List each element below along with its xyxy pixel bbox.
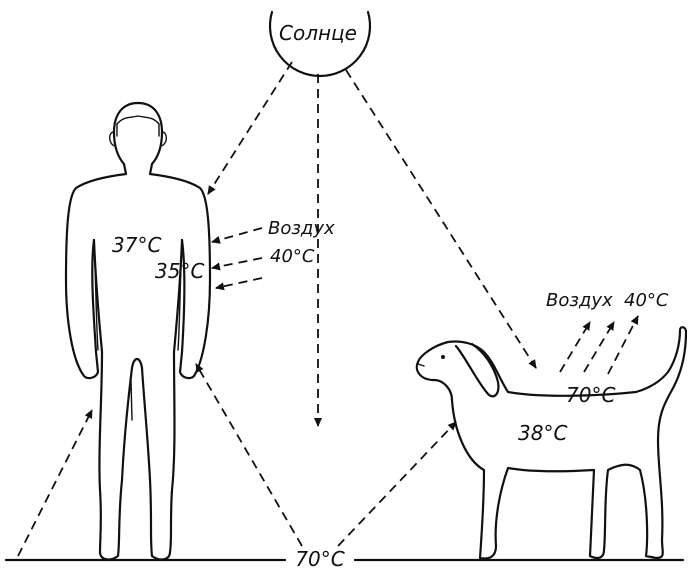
air-left: Воздух 40°C [268, 218, 335, 267]
ground-temp-label: 70°C [295, 547, 344, 569]
sun-ray-to-human [208, 62, 292, 194]
air-arrow-3 [216, 278, 262, 288]
air-right-label: Воздух [546, 290, 613, 311]
dog-back-temp: 70°C [566, 383, 615, 407]
air-left-label: Воздух [268, 218, 335, 239]
sun-ray-to-dog [346, 70, 536, 368]
human-skin-temp: 35°C [155, 259, 204, 283]
human-figure: 37°C 35°C [66, 103, 210, 559]
air-left-temp: 40°C [270, 246, 315, 267]
air-right: Воздух 40°C [546, 290, 669, 311]
sun-label: Солнце [279, 21, 357, 45]
ground-arrow-left [18, 410, 92, 556]
ground-arrow-to-dog [338, 422, 456, 546]
ground: 70°C [6, 547, 683, 569]
dog-heat-arrow-2 [584, 322, 614, 372]
dog-heat-arrow-1 [560, 322, 590, 372]
dog-core-temp: 38°C [518, 421, 567, 445]
dog-heat-arrow-3 [608, 316, 638, 374]
human-core-temp: 37°C [112, 233, 161, 257]
dog-figure: 70°C 38°C [417, 327, 686, 558]
ground-arrow-to-human [196, 364, 302, 546]
air-arrow-2 [212, 258, 262, 268]
air-right-temp: 40°C [624, 290, 669, 311]
air-arrow-1 [212, 228, 262, 242]
sun: Солнце [270, 12, 370, 76]
heat-flow-arrows [18, 62, 638, 556]
